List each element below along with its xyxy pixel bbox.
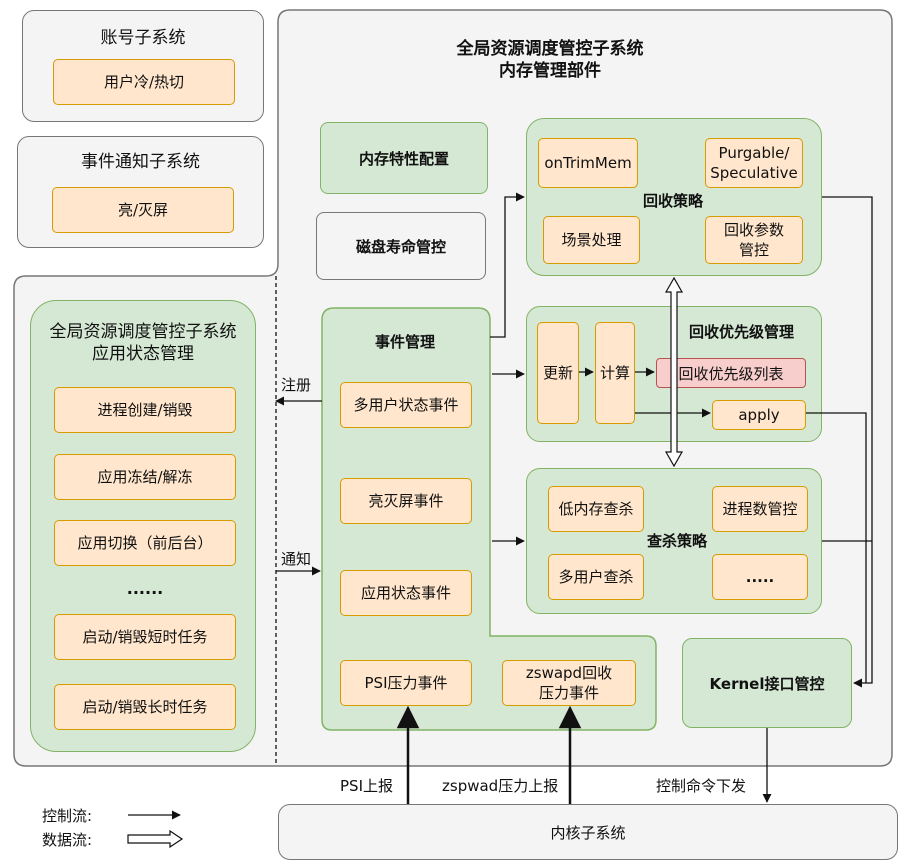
account-subsystem-title: 账号子系统 — [100, 28, 186, 48]
app-item-switch: 应用切换（前后台） — [54, 520, 236, 566]
app-state-event-box: 应用状态事件 — [340, 570, 472, 616]
event-notify-subsystem: 事件通知子系统 亮/灭屏 — [17, 136, 264, 248]
memory-config-box: 内存特性配置 — [320, 122, 488, 194]
register-label: 注册 — [281, 376, 312, 394]
purgable-box: Purgable/ Speculative — [705, 138, 803, 188]
kernel-subsystem-box: 内核子系统 — [278, 804, 898, 860]
reclaim-strategy-title: 回收策略 — [642, 191, 703, 210]
kill-more-box: ..... — [712, 554, 808, 600]
app-state-title-line1: 全局资源调度管控子系统 — [49, 322, 237, 342]
legend-data-arrow — [127, 829, 184, 849]
update-box: 更新 — [537, 322, 579, 424]
kernel-mgmt-box: Kernel接口管控 — [682, 638, 852, 728]
zswapd-report-label: zspwad压力上报 — [442, 777, 559, 795]
disk-life-box: 磁盘寿命管控 — [316, 212, 486, 280]
app-item-short-task: 启动/销毁短时任务 — [54, 614, 236, 660]
app-state-title: 全局资源调度管控子系统 应用状态管理 — [31, 321, 255, 365]
app-item-process: 进程创建/销毁 — [54, 387, 236, 433]
main-title-line1: 全局资源调度管控子系统 — [456, 39, 644, 59]
user-switch-box: 用户冷/热切 — [53, 59, 235, 105]
reclaim-to-kernel-arrow — [822, 196, 873, 688]
legend-control-label: 控制流: — [42, 807, 93, 825]
compute-box: 计算 — [595, 322, 635, 424]
low-mem-kill-box: 低内存查杀 — [548, 486, 644, 532]
screen-event-box: 亮灭屏事件 — [340, 478, 472, 524]
legend-data-label: 数据流: — [42, 831, 93, 849]
screen-onoff-box: 亮/灭屏 — [52, 187, 234, 233]
control-cmd-label: 控制命令下发 — [656, 777, 747, 795]
reclaim-param-box: 回收参数 管控 — [705, 216, 803, 264]
priority-list-box: 回收优先级列表 — [656, 358, 806, 388]
scene-handling-box: 场景处理 — [543, 216, 640, 264]
account-subsystem: 账号子系统 用户冷/热切 — [22, 10, 264, 122]
event-to-reclaim-arrow — [490, 192, 525, 338]
app-state-title-line2: 应用状态管理 — [92, 344, 194, 364]
ontrimmem-box: onTrimMem — [538, 138, 638, 188]
app-item-ellipsis: ...... — [126, 578, 164, 598]
multiuser-kill-box: 多用户查杀 — [548, 554, 644, 600]
main-title: 全局资源调度管控子系统 内存管理部件 — [410, 38, 690, 82]
app-item-freeze: 应用冻结/解冻 — [54, 454, 236, 500]
apply-box: apply — [712, 400, 806, 430]
event-notify-subsystem-title: 事件通知子系统 — [81, 152, 200, 172]
app-item-long-task: 启动/销毁长时任务 — [54, 684, 236, 730]
kill-strategy-title: 查杀策略 — [646, 531, 707, 550]
psi-report-label: PSI上报 — [340, 777, 393, 795]
main-title-line2: 内存管理部件 — [499, 61, 601, 81]
notify-label: 通知 — [281, 550, 312, 568]
event-mgmt-title: 事件管理 — [374, 332, 435, 351]
multiuser-event-box: 多用户状态事件 — [340, 382, 472, 428]
priority-mgmt-title: 回收优先级管理 — [689, 323, 795, 341]
proc-count-box: 进程数管控 — [712, 486, 808, 532]
zswapd-event-box: zswapd回收 压力事件 — [502, 660, 636, 706]
psi-event-box: PSI压力事件 — [340, 660, 472, 706]
